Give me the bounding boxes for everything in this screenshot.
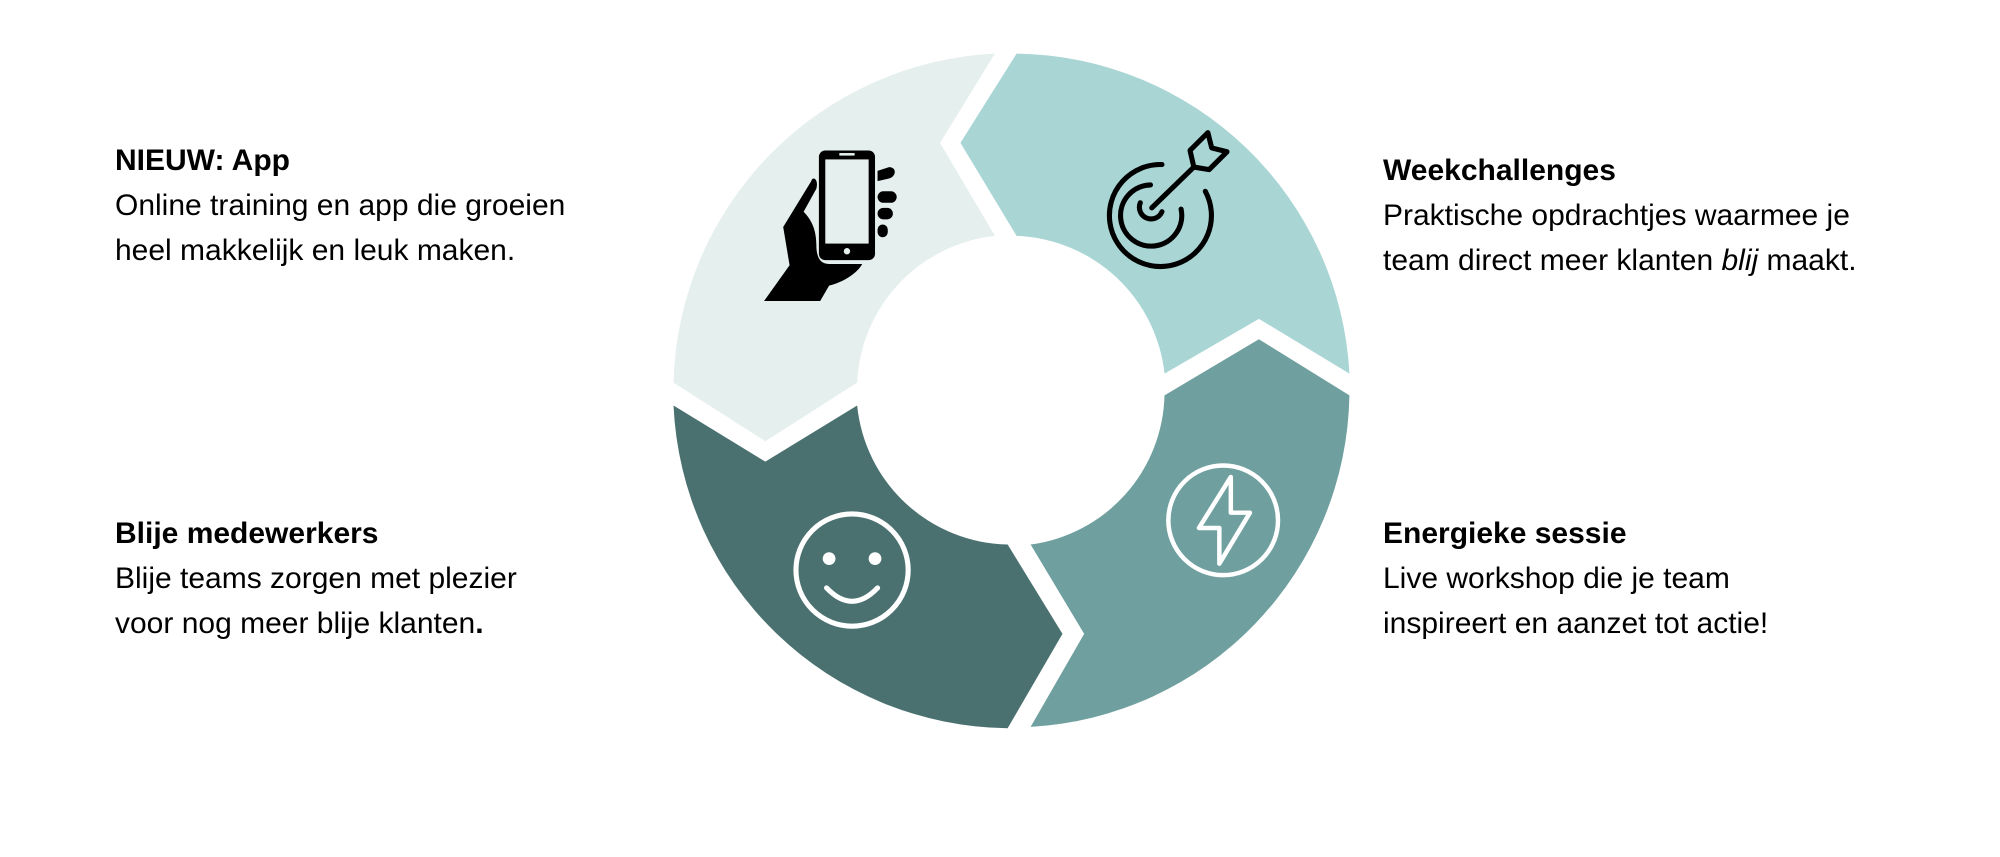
lightning-bolt-icon <box>1166 463 1281 578</box>
app-line-2: heel makkelijk en leuk maken. <box>115 234 516 267</box>
energieke-sessie-title: Energieke sessie <box>1383 517 1627 550</box>
smiley-face-icon <box>793 511 911 629</box>
weekchallenges-line-2: team direct meer klanten blij maakt. <box>1383 238 1857 283</box>
blije-medewerkers-line-2-text: voor nog meer blije klanten <box>115 607 476 640</box>
weekchallenges-title: Weekchallenges <box>1383 154 1616 187</box>
text-block-energieke-sessie: Energieke sessie Live workshop die je te… <box>1383 511 1768 646</box>
app-line-1: Online training en app die groeien <box>115 189 566 222</box>
weekchallenges-line-2-end: maakt. <box>1758 244 1857 277</box>
weekchallenges-line-1: Praktische opdrachtjes waarmee je <box>1383 199 1850 232</box>
blije-medewerkers-line-2: voor nog meer blije klanten. <box>115 601 517 646</box>
weekchallenges-line-2-start: team direct meer klanten <box>1383 244 1722 277</box>
weekchallenges-emphasis: blij <box>1721 244 1759 277</box>
text-block-app: NIEUW: App Online training en app die gr… <box>115 138 565 273</box>
energieke-sessie-line-1: Live workshop die je team <box>1383 562 1730 595</box>
blije-medewerkers-title: Blije medewerkers <box>115 517 379 550</box>
target-dart-icon <box>1106 130 1230 270</box>
blije-medewerkers-period: . <box>475 607 484 640</box>
text-block-weekchallenges: Weekchallenges Praktische opdrachtjes wa… <box>1383 148 1857 283</box>
energieke-sessie-line-2: inspireert en aanzet tot actie! <box>1383 607 1769 640</box>
segment-blije-medewerkers <box>673 405 1063 729</box>
app-title: NIEUW: App <box>115 144 290 177</box>
segment-weekchallenges <box>960 53 1350 374</box>
hand-holding-phone-icon <box>764 150 897 301</box>
text-block-blije-medewerkers: Blije medewerkers Blije teams zorgen met… <box>115 511 517 646</box>
segment-energieke-sessie <box>1030 339 1350 727</box>
blije-medewerkers-line-1: Blije teams zorgen met plezier <box>115 562 517 595</box>
